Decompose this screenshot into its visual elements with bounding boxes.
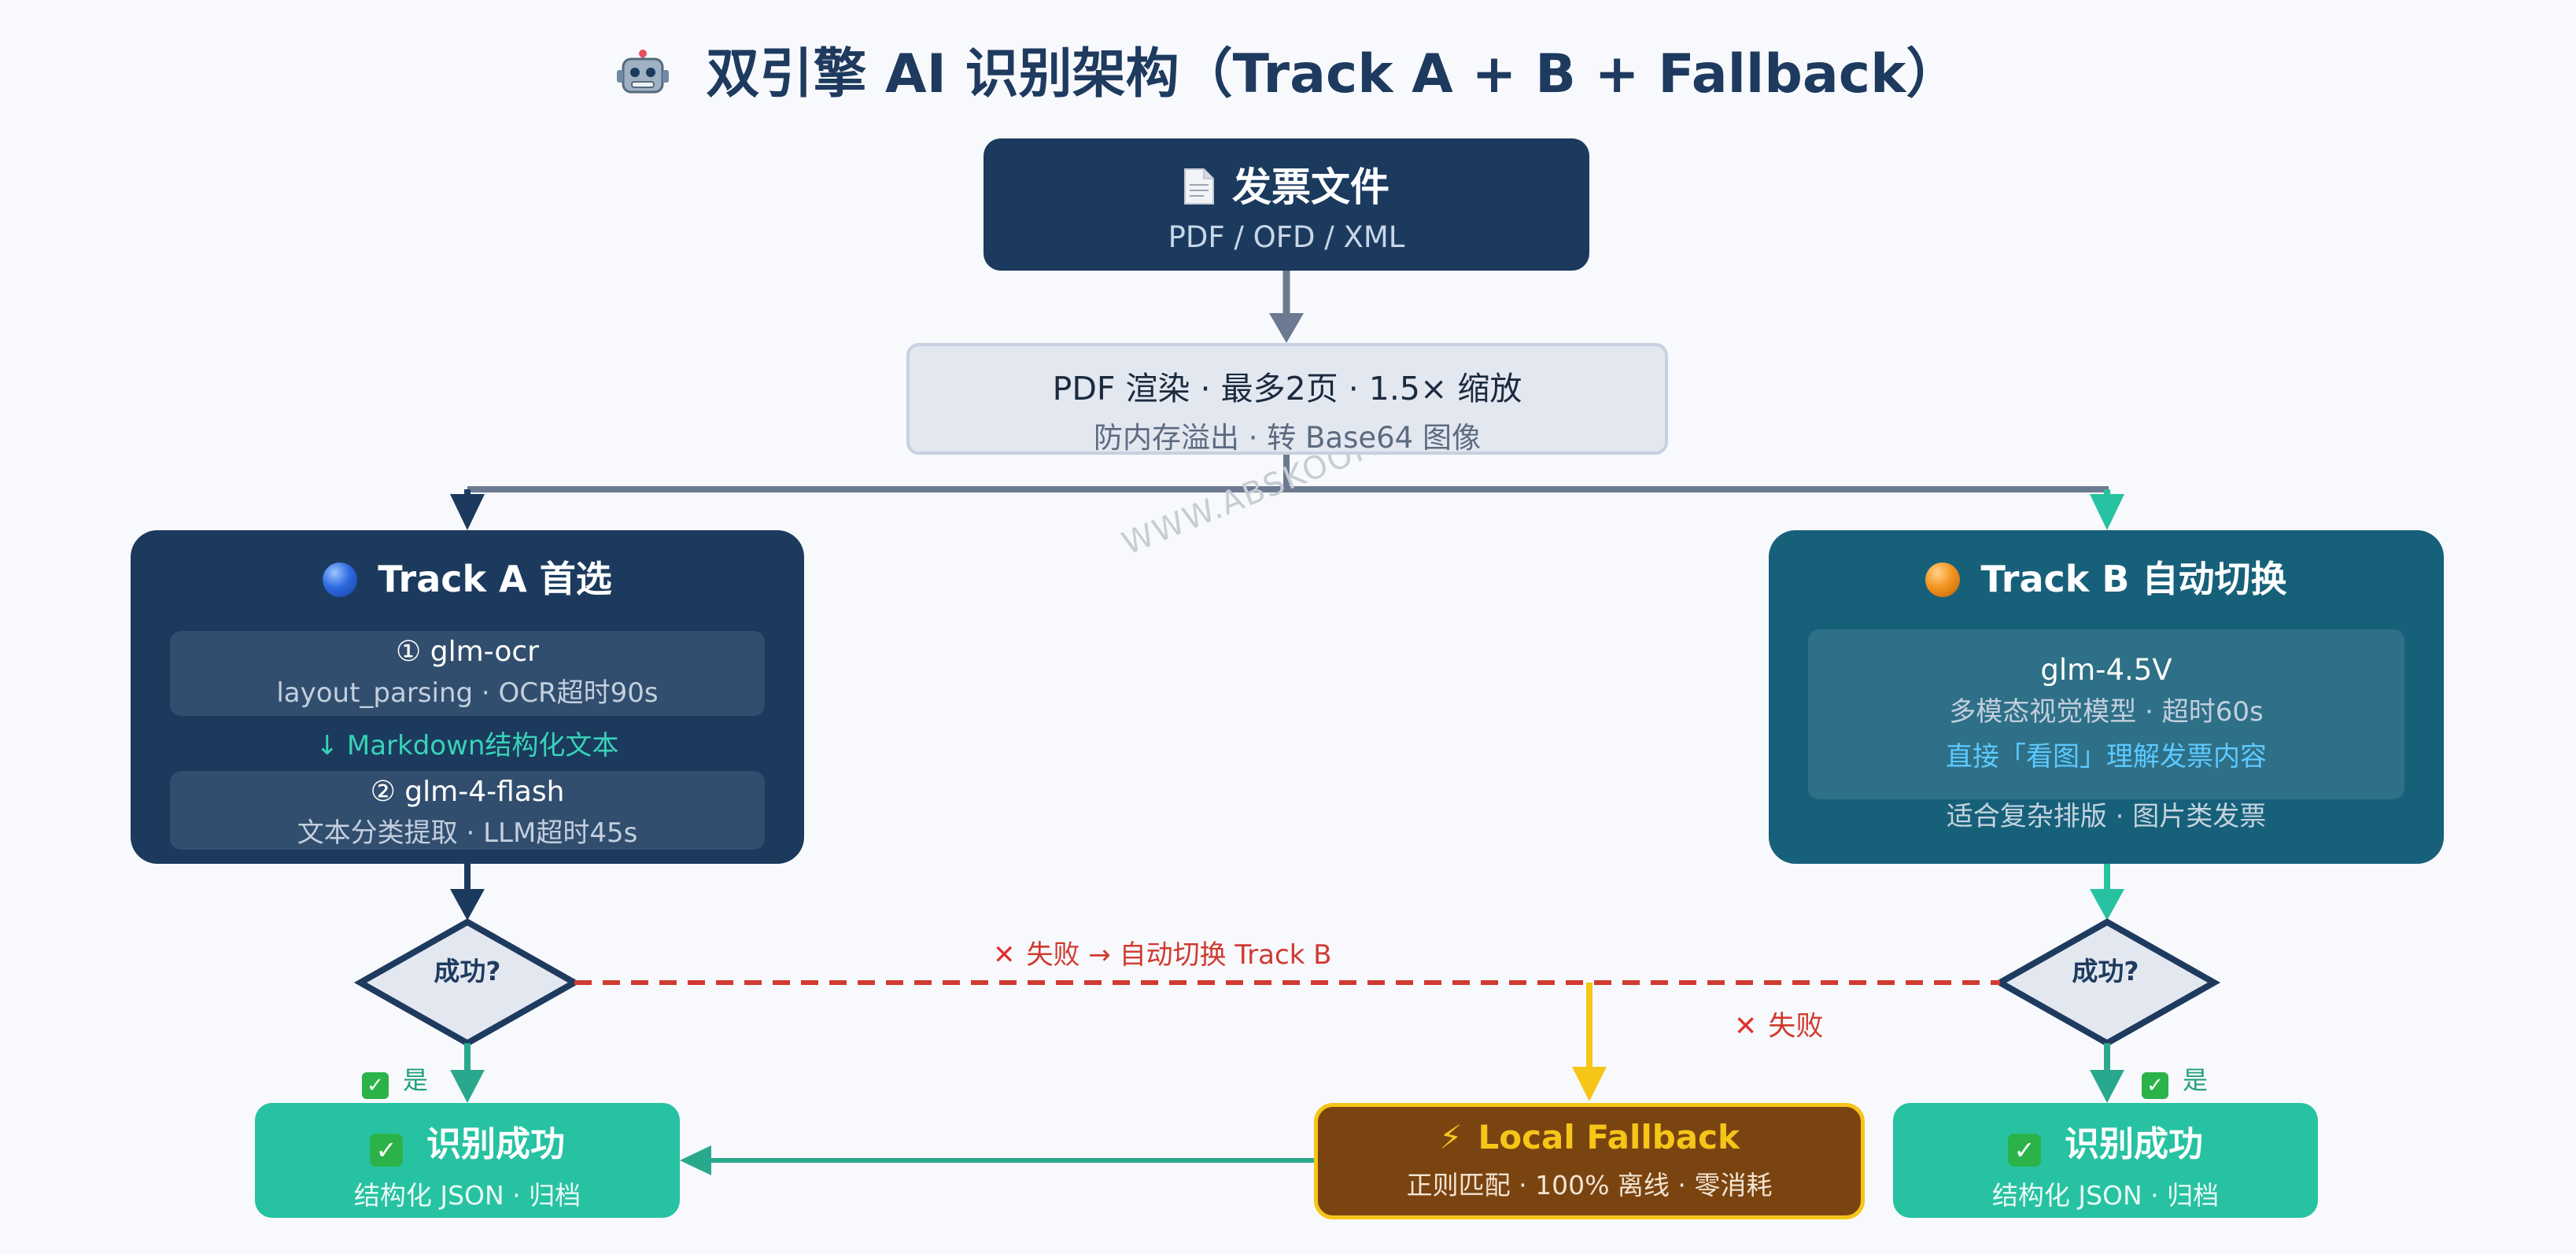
track-a-node: Track A 首选 ① glm-ocr layout_parsing · OC… [131,530,804,864]
track-a-title: Track A 首选 [378,558,612,600]
glm-flash-step: ② glm-4-flash 文本分类提取 · LLM超时45s [170,771,765,850]
glm-45v-title: glm-4.5V [2040,653,2172,687]
decision-left-label: 成功? [434,956,501,987]
fallback-title: Local Fallback [1478,1118,1740,1156]
yes-left-label: ✓是 [362,1060,428,1099]
local-fallback-node: ⚡ Local Fallback 正则匹配 · 100% 离线 · 零消耗 [1314,1103,1865,1219]
fallback-title-line: ⚡ Local Fallback [1318,1118,1861,1156]
success-right-subtitle: 结构化 JSON · 归档 [1991,1180,2220,1211]
success-left-title: 识别成功 [426,1124,565,1164]
arrowhead-render [1269,313,1304,343]
success-right-title: 识别成功 [2065,1124,2203,1164]
arrowhead-decision-left [450,889,485,920]
diagram-title-text: 双引擎 AI 识别架构（Track A + B + Fallback） [706,43,1960,105]
success-left-subtitle: 结构化 JSON · 归档 [353,1180,581,1211]
check-icon: ✓ [2008,1134,2041,1167]
invoice-formats: PDF / OFD / XML [1168,220,1405,254]
fail-label: ✕ 失败 [1734,1004,1823,1044]
track-b-title: Track B 自动切换 [1980,558,2287,600]
render-title: PDF 渲染 · 最多2页 · 1.5× 缩放 [1052,370,1522,408]
arrowhead-track-a [450,494,485,530]
yes-left-text: 是 [403,1065,429,1095]
yes-right-label: ✓是 [2142,1060,2208,1099]
glm-ocr-title: ① glm-ocr [396,636,539,668]
success-left-node: ✓ 识别成功 结构化 JSON · 归档 [255,1103,680,1218]
robot-icon [616,50,669,94]
success-right-title-line: ✓ 识别成功 [1893,1116,2318,1167]
invoice-title-line: 发票文件 [984,156,1589,212]
arrowhead-fallback-success [680,1145,711,1175]
track-b-header: Track B 自动切换 [1769,551,2444,603]
check-icon: ✓ [362,1072,389,1099]
invoice-title: 发票文件 [1232,164,1389,210]
glm-flash-detail: 文本分类提取 · LLM超时45s [297,817,638,849]
arrowhead-success-right [2090,1070,2124,1103]
glm-45v-detail: 多模态视觉模型 · 超时60s [1949,696,2264,728]
fail-switch-text: 失败 → 自动切换 Track B [1026,939,1332,971]
success-right-node: ✓ 识别成功 结构化 JSON · 归档 [1893,1103,2318,1218]
arrowhead-track-b [2090,494,2124,530]
glm-45v-highlight: 直接「看图」理解发票内容 [1946,741,2267,773]
track-a-header: Track A 首选 [131,551,804,603]
cross-icon: ✕ [1734,1011,1758,1042]
decision-right-label: 成功? [2072,956,2139,987]
fail-switch-label: ✕ 失败 → 自动切换 Track B [993,933,1332,972]
check-icon: ✓ [370,1134,403,1167]
pdf-render-node: PDF 渲染 · 最多2页 · 1.5× 缩放 防内存溢出 · 转 Base64… [906,343,1668,455]
glm-ocr-detail: layout_parsing · OCR超时90s [276,677,659,709]
arrowhead-decision-right [2090,889,2124,920]
success-left-title-line: ✓ 识别成功 [255,1116,680,1167]
render-subtitle: 防内存溢出 · 转 Base64 图像 [1094,421,1481,455]
glm-45v-step: glm-4.5V 多模态视觉模型 · 超时60s 直接「看图」理解发票内容 [1808,629,2404,799]
fail-text: 失败 [1768,1011,1824,1042]
arrowhead-success-left [450,1070,485,1103]
invoice-file-node: 发票文件 PDF / OFD / XML [984,138,1589,271]
lightning-icon: ⚡ [1439,1118,1463,1156]
track-b-node: Track B 自动切换 glm-4.5V 多模态视觉模型 · 超时60s 直接… [1769,530,2444,864]
yes-right-text: 是 [2183,1065,2209,1095]
cross-icon: ✕ [993,939,1016,971]
orange-circle-icon [1925,562,1961,597]
blue-circle-icon [323,562,358,597]
arrowhead-fallback [1572,1067,1607,1101]
glm-flash-title: ② glm-4-flash [370,776,565,808]
fallback-subtitle: 正则匹配 · 100% 离线 · 零消耗 [1406,1170,1773,1201]
diagram-title: 双引擎 AI 识别架构（Track A + B + Fallback） [0,30,2576,108]
glm-ocr-step: ① glm-ocr layout_parsing · OCR超时90s [170,631,765,716]
document-icon [1184,168,1214,205]
check-icon: ✓ [2142,1072,2168,1099]
track-b-footer: 适合复杂排版 · 图片类发票 [1946,801,2267,832]
markdown-handoff-label: ↓ Markdown结构化文本 [316,730,619,762]
